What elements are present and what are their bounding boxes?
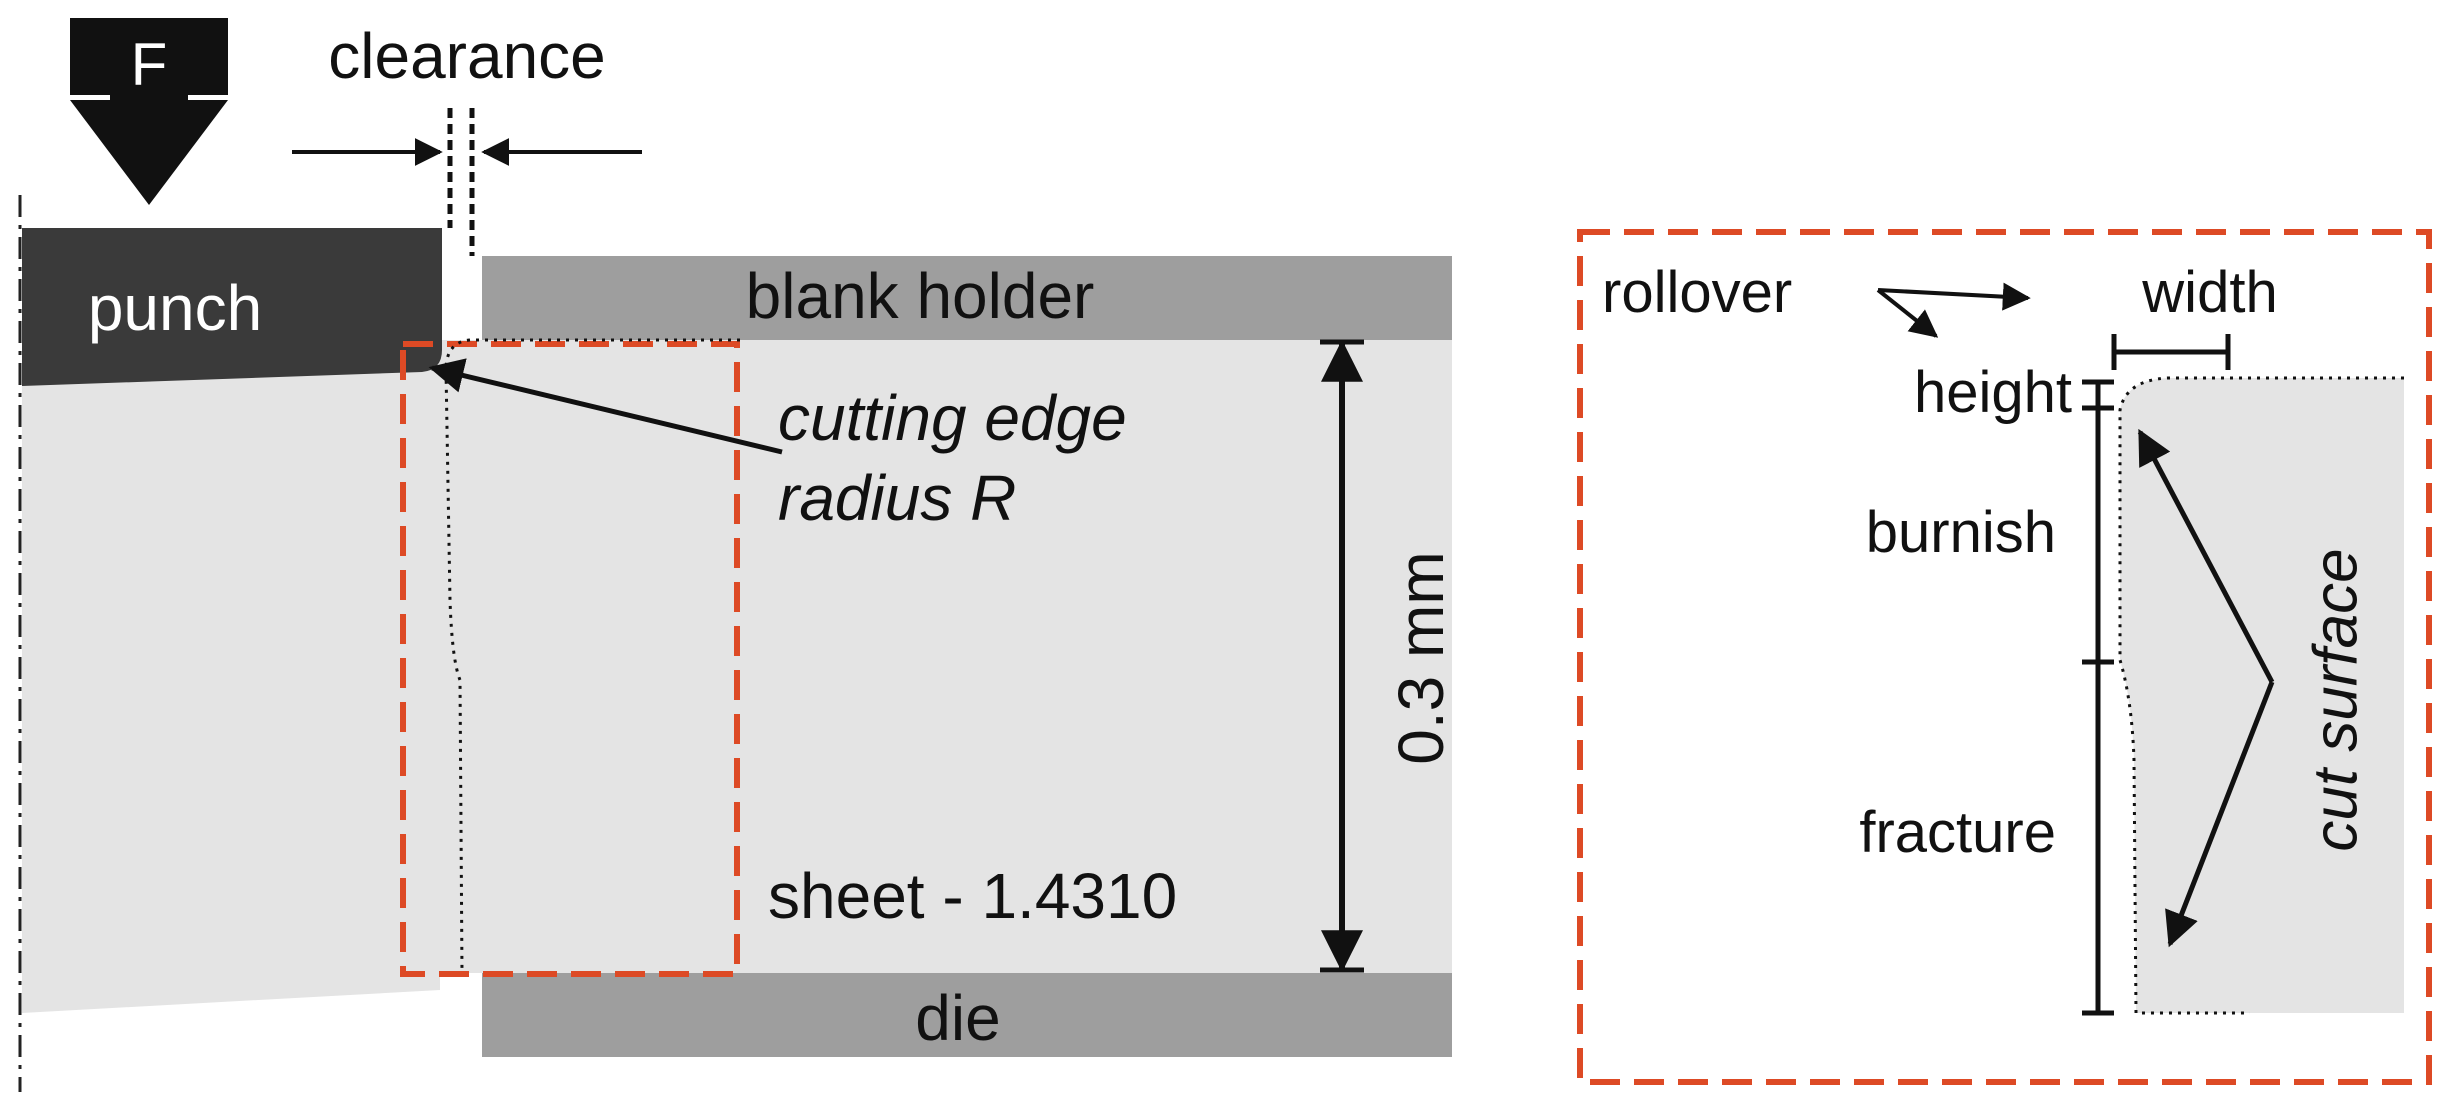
rollover-label: rollover (1602, 260, 1792, 325)
thickness-label: 0.3 mm (1385, 551, 1457, 764)
cutting-edge-label-line2: radius R (778, 462, 1016, 534)
rollover-to-width-arrow (1877, 282, 2031, 311)
die (482, 973, 1452, 1057)
blank-holder-label: blank holder (746, 260, 1095, 332)
cut-surface-arrow-up (2137, 428, 2275, 684)
force-label: F (131, 31, 168, 98)
die-label: die (915, 982, 1000, 1054)
burnish-label: burnish (1866, 500, 2056, 565)
clearance-label: clearance (328, 20, 606, 92)
sheet-left-part (22, 360, 440, 1013)
detail-region-box (400, 341, 740, 977)
cut-surface-arrow-down (2165, 681, 2275, 948)
rollover-to-height-arrow (1876, 288, 1939, 338)
punch-label: punch (88, 272, 262, 344)
sheet-label: sheet - 1.4310 (768, 860, 1177, 932)
cut-surface-profile (2118, 376, 2404, 1015)
punch (22, 228, 442, 386)
cut-surface-area (2120, 378, 2404, 1013)
height-label: height (1914, 360, 2072, 425)
width-label: width (2141, 260, 2277, 325)
detail-panel-box (1577, 229, 2432, 1085)
cutting-edge-label-line1: cutting edge (778, 382, 1127, 454)
force-arrow-head (70, 100, 228, 205)
cut-surface-label: cut surface (2301, 548, 2370, 851)
cutting-edge-pointer (428, 358, 783, 455)
cut-profile (444, 338, 740, 974)
sheet-right-part (440, 340, 1452, 973)
fracture-label: fracture (1859, 800, 2056, 865)
blank-holder (482, 256, 1452, 340)
